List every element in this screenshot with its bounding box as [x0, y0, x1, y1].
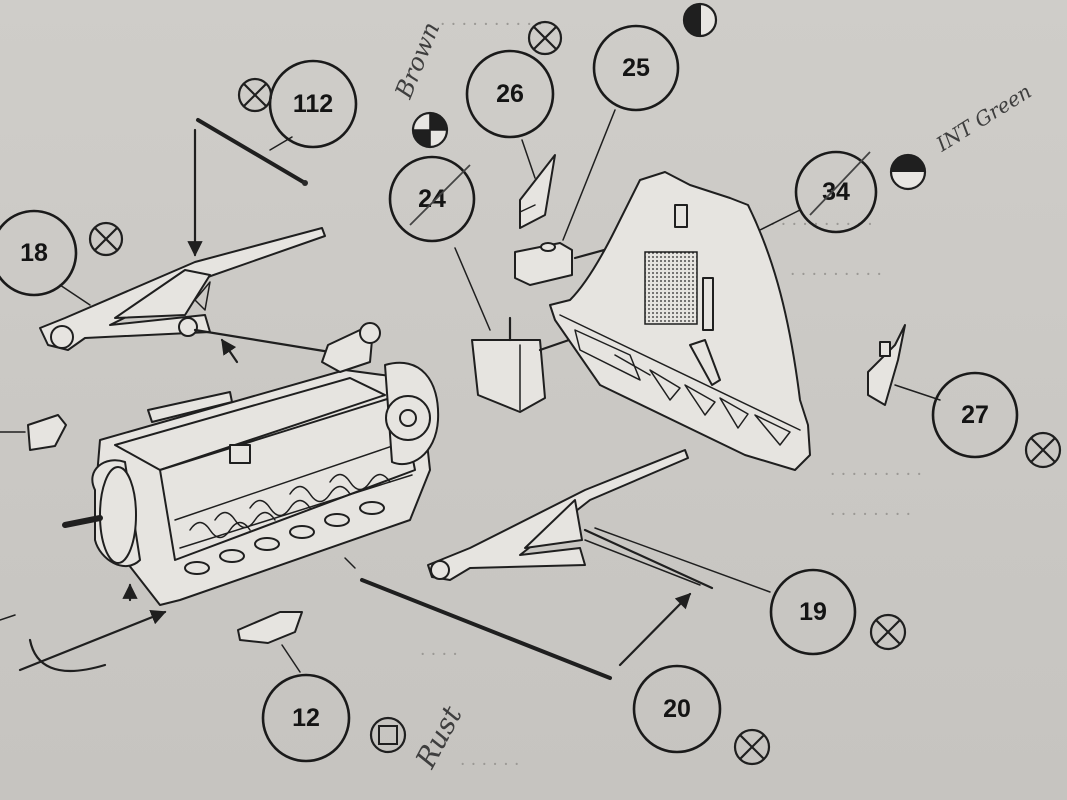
callout-20: 20	[632, 664, 722, 754]
part-small-left	[0, 414, 67, 451]
callout-18: 18	[0, 209, 78, 297]
callout-leaders	[59, 284, 91, 306]
part-27-bracket	[867, 324, 941, 406]
callout-12: 12	[261, 673, 351, 763]
paint-symbol-34-icon	[889, 153, 927, 191]
svg-text:24: 24	[418, 185, 446, 213]
svg-text:· · · · · · · · ·: · · · · · · · · ·	[830, 465, 922, 485]
paint-symbol-18-icon	[88, 221, 124, 257]
svg-text:112: 112	[293, 90, 333, 118]
part-18-engine-bearer	[39, 128, 332, 364]
svg-text:26: 26	[496, 80, 524, 108]
svg-text:34: 34	[822, 178, 850, 206]
paint-symbol-26-icon	[527, 20, 563, 56]
callout-25: 25	[592, 24, 680, 112]
callout-19: 19	[769, 568, 857, 656]
svg-text:· · · · · · · ·: · · · · · · · ·	[830, 505, 911, 525]
callout-34: 34	[794, 150, 878, 234]
note-int-green: INT Green	[931, 79, 1035, 157]
svg-text:19: 19	[799, 598, 827, 626]
svg-text:20: 20	[663, 695, 691, 723]
callout-24: 24	[388, 155, 476, 243]
paint-symbol-12-icon	[369, 716, 407, 754]
svg-text:· · · · · · · · ·: · · · · · · · · ·	[790, 265, 882, 285]
part-34-bulkhead	[549, 171, 811, 471]
part-26-wedge	[519, 139, 556, 229]
engine-block	[0, 322, 440, 673]
paint-symbol-25-icon	[682, 2, 718, 38]
svg-text:25: 25	[622, 54, 650, 82]
part-20-rod	[344, 557, 692, 680]
part-12-plate	[237, 611, 303, 673]
part-112-rod	[196, 118, 308, 186]
part-19-engine-bearer	[427, 449, 771, 593]
paint-symbol-20-icon	[733, 728, 771, 766]
svg-text:18: 18	[20, 239, 48, 267]
svg-text:27: 27	[961, 401, 989, 429]
svg-text:12: 12	[292, 704, 320, 732]
paint-symbol-112-icon	[237, 77, 273, 113]
paint-symbol-19-icon	[869, 613, 907, 651]
part-24-box	[454, 247, 687, 413]
paint-symbol-27-icon	[1024, 431, 1062, 469]
svg-text:· · · · · ·: · · · · · ·	[460, 755, 519, 775]
note-brown: Brown	[389, 18, 445, 103]
callout-27: 27	[931, 371, 1019, 459]
svg-text:· · · · · · · · · ·: · · · · · · · · · ·	[440, 15, 543, 35]
callout-112: 112	[268, 59, 358, 149]
paint-symbol-24-icon	[411, 111, 449, 149]
callout-26: 26	[465, 49, 555, 139]
svg-text:· · · ·: · · · ·	[420, 645, 458, 665]
